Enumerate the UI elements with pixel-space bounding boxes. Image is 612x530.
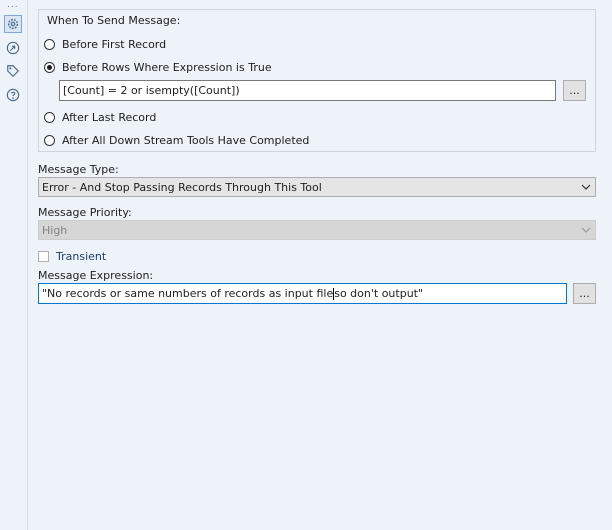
overflow-menu-icon[interactable]: ... — [7, 0, 19, 10]
message-expression-label: Message Expression: — [38, 269, 154, 282]
message-type-dropdown[interactable]: Error - And Stop Passing Records Through… — [38, 177, 596, 197]
when-to-send-legend: When To Send Message: — [45, 14, 183, 27]
configuration-gear-icon[interactable] — [4, 15, 22, 33]
message-priority-dropdown: High — [38, 220, 596, 240]
radio-label: After All Down Stream Tools Have Complet… — [62, 134, 310, 147]
text-cursor — [333, 287, 335, 300]
transient-checkbox[interactable] — [38, 251, 49, 262]
message-expression-text-after-cursor: so don't output" — [334, 287, 424, 300]
radio-label: Before Rows Where Expression is True — [62, 61, 272, 74]
message-type-label: Message Type: — [38, 163, 119, 176]
condition-expression-editor-button[interactable]: ... — [563, 80, 586, 101]
message-type-value: Error - And Stop Passing Records Through… — [42, 180, 322, 194]
annotation-arrow-icon[interactable] — [4, 39, 22, 57]
radio-button[interactable] — [44, 135, 55, 146]
message-expression-text-before-cursor: "No records or same numbers of records a… — [42, 287, 334, 300]
when-to-send-group — [38, 9, 596, 152]
condition-expression-input[interactable]: [Count] = 2 or isempty([Count]) — [59, 80, 556, 101]
message-priority-value: High — [42, 223, 68, 237]
transient-checkbox-row[interactable]: Transient — [38, 250, 106, 263]
condition-expression-value: [Count] = 2 or isempty([Count]) — [63, 84, 240, 97]
radio-label: After Last Record — [62, 111, 157, 124]
radio-after-downstream-tools[interactable]: After All Down Stream Tools Have Complet… — [44, 134, 309, 147]
chevron-down-icon — [581, 184, 591, 190]
radio-button[interactable] — [44, 39, 55, 50]
radio-label: Before First Record — [62, 38, 167, 51]
help-icon[interactable] — [4, 86, 22, 104]
tag-icon[interactable] — [4, 62, 22, 80]
radio-button[interactable] — [44, 112, 55, 123]
radio-button-selected[interactable] — [44, 62, 55, 73]
radio-before-first-record[interactable]: Before First Record — [44, 38, 166, 51]
message-expression-editor-button[interactable]: ... — [573, 283, 596, 304]
sidebar-divider — [27, 0, 28, 530]
radio-before-rows-expression[interactable]: Before Rows Where Expression is True — [44, 61, 272, 74]
message-priority-label: Message Priority: — [38, 206, 132, 219]
transient-label: Transient — [56, 250, 107, 263]
message-expression-input[interactable]: "No records or same numbers of records a… — [38, 283, 567, 304]
radio-after-last-record[interactable]: After Last Record — [44, 111, 156, 124]
chevron-down-icon — [581, 227, 591, 233]
tool-sidebar: ... — [0, 0, 26, 530]
